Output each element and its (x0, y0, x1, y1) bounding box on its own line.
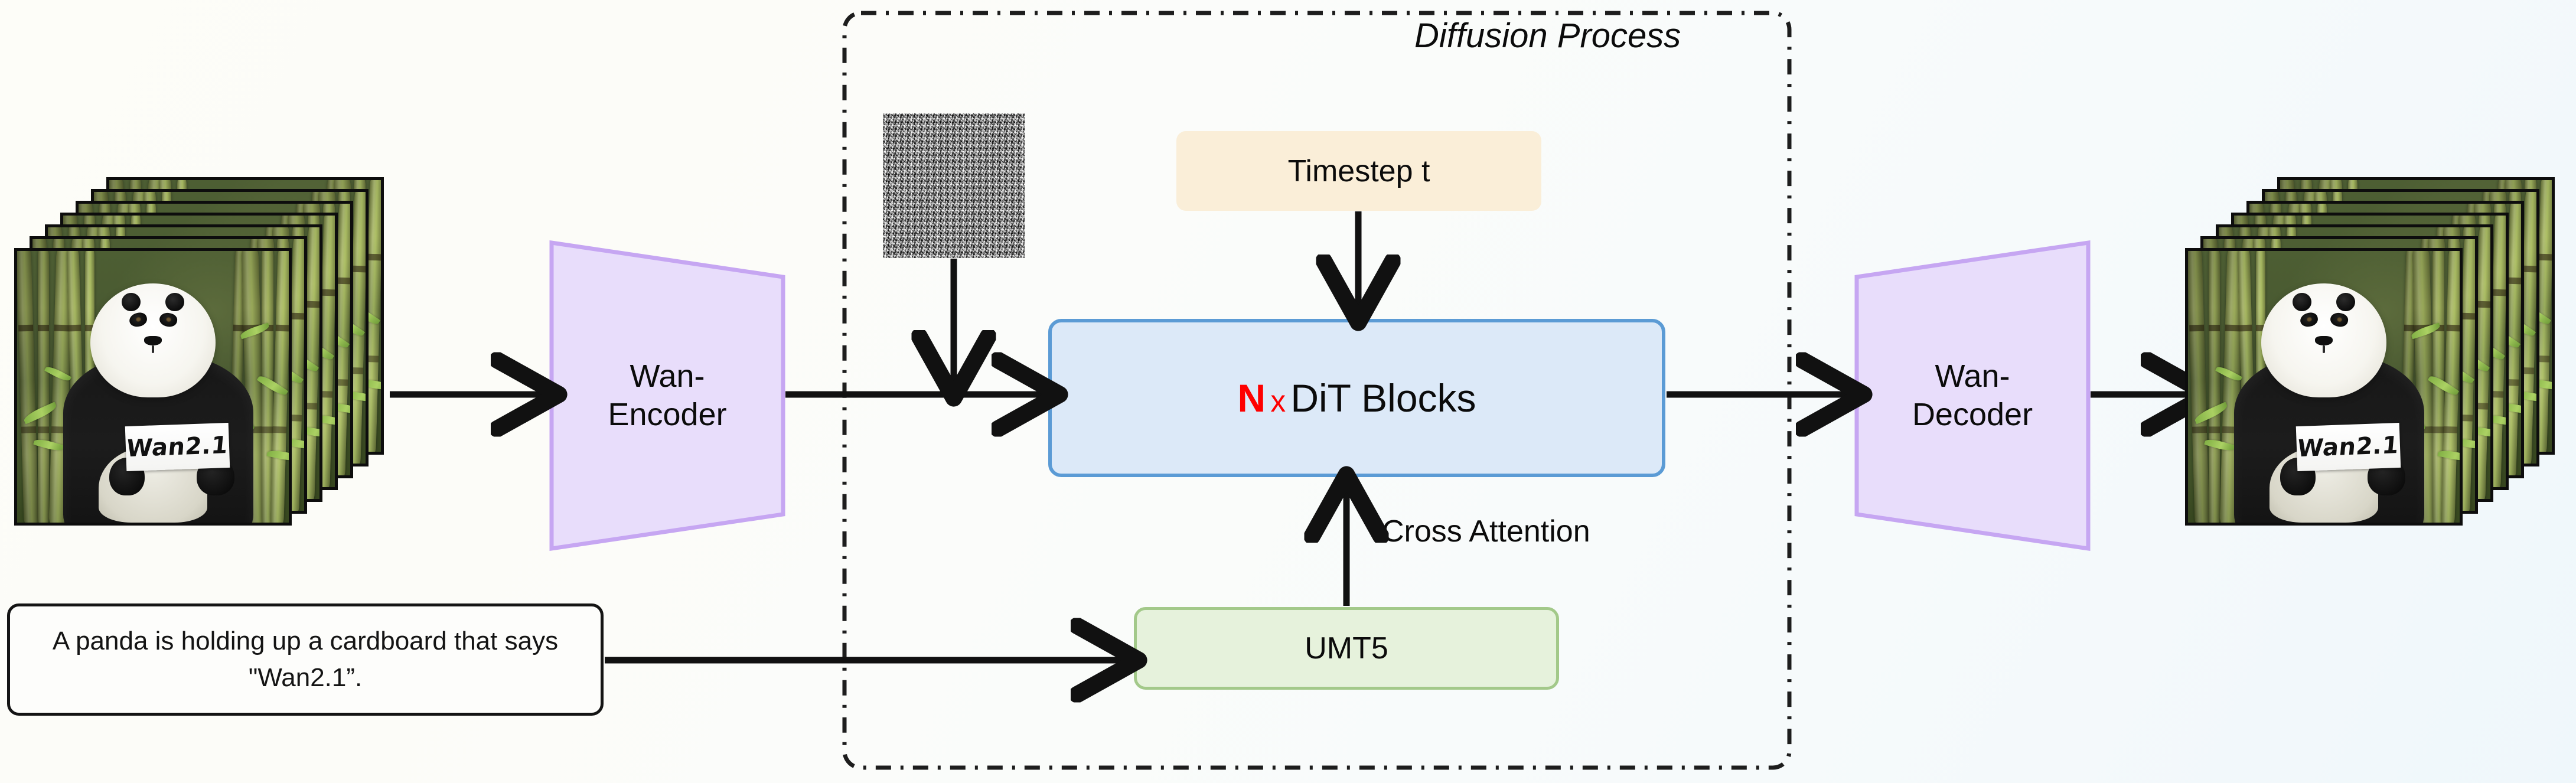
cardboard-sign-text: Wan2.1 (125, 432, 230, 463)
video-frame-front: Wan2.1 (14, 248, 292, 526)
prompt-text-box[interactable]: A panda is holding up a cardboard that s… (7, 603, 604, 716)
wan-encoder-block[interactable]: Wan- Encoder (549, 239, 785, 552)
cardboard-sign: Wan2.1 (125, 423, 230, 472)
wan-decoder-label-line2: Decoder (1912, 397, 2033, 432)
wan-encoder-label-line2: Encoder (608, 397, 727, 432)
panda-nose (2315, 336, 2333, 345)
panda-ear (2293, 292, 2311, 311)
panda-ear (122, 292, 141, 311)
wan-decoder-block[interactable]: Wan- Decoder (1854, 239, 2091, 552)
dit-n-multiplier: N (1237, 376, 1266, 420)
panda-ear (165, 292, 184, 311)
panda-muzzle-line (152, 345, 154, 354)
timestep-block[interactable]: Timestep t (1176, 131, 1541, 211)
umt5-label: UMT5 (1305, 631, 1388, 665)
input-video-clip-stack: Wan2.1Wan2.1Wan2.1Wan2.1Wan2.1Wan2.1Wan2… (14, 177, 392, 567)
dit-times-symbol: x (1270, 384, 1286, 418)
panda-scene: Wan2.1 (2188, 251, 2460, 523)
panda-head (90, 283, 216, 398)
gaussian-noise-patch (883, 113, 1025, 258)
cross-attention-label: Cross Attention (1382, 514, 1590, 549)
cardboard-sign-text: Wan2.1 (2296, 432, 2401, 463)
panda-eye-patch (128, 311, 148, 329)
panda-muzzle-line (2323, 345, 2325, 354)
dit-blocks-block[interactable]: N x DiT Blocks (1048, 319, 1665, 477)
panda-nose (144, 336, 162, 345)
panda-head (2261, 283, 2386, 398)
wan-encoder-label-line1: Wan- (630, 358, 705, 394)
panda-scene: Wan2.1 (17, 251, 289, 523)
output-video-clip-stack: Wan2.1Wan2.1Wan2.1Wan2.1Wan2.1Wan2.1Wan2… (2185, 177, 2563, 567)
panda-eye-patch (2298, 311, 2319, 329)
dit-blocks-label: DiT Blocks (1290, 376, 1476, 420)
umt5-block[interactable]: UMT5 (1134, 607, 1559, 690)
bamboo-stalk (37, 251, 50, 523)
wan-decoder-label-line1: Wan- (1935, 358, 2010, 394)
panda-eye-patch (2329, 311, 2349, 329)
panda-eye-patch (158, 311, 178, 329)
cardboard-sign: Wan2.1 (2295, 423, 2401, 472)
bamboo-stalk (2208, 251, 2220, 523)
prompt-text: A panda is holding up a cardboard that s… (52, 627, 559, 692)
diffusion-process-title: Diffusion Process (1414, 17, 1681, 55)
timestep-label: Timestep t (1287, 154, 1430, 188)
diffusion-process-container (842, 11, 1792, 770)
panda-ear (2336, 292, 2355, 311)
wan-encoder-shape (549, 240, 785, 552)
video-frame-front: Wan2.1 (2185, 248, 2463, 526)
